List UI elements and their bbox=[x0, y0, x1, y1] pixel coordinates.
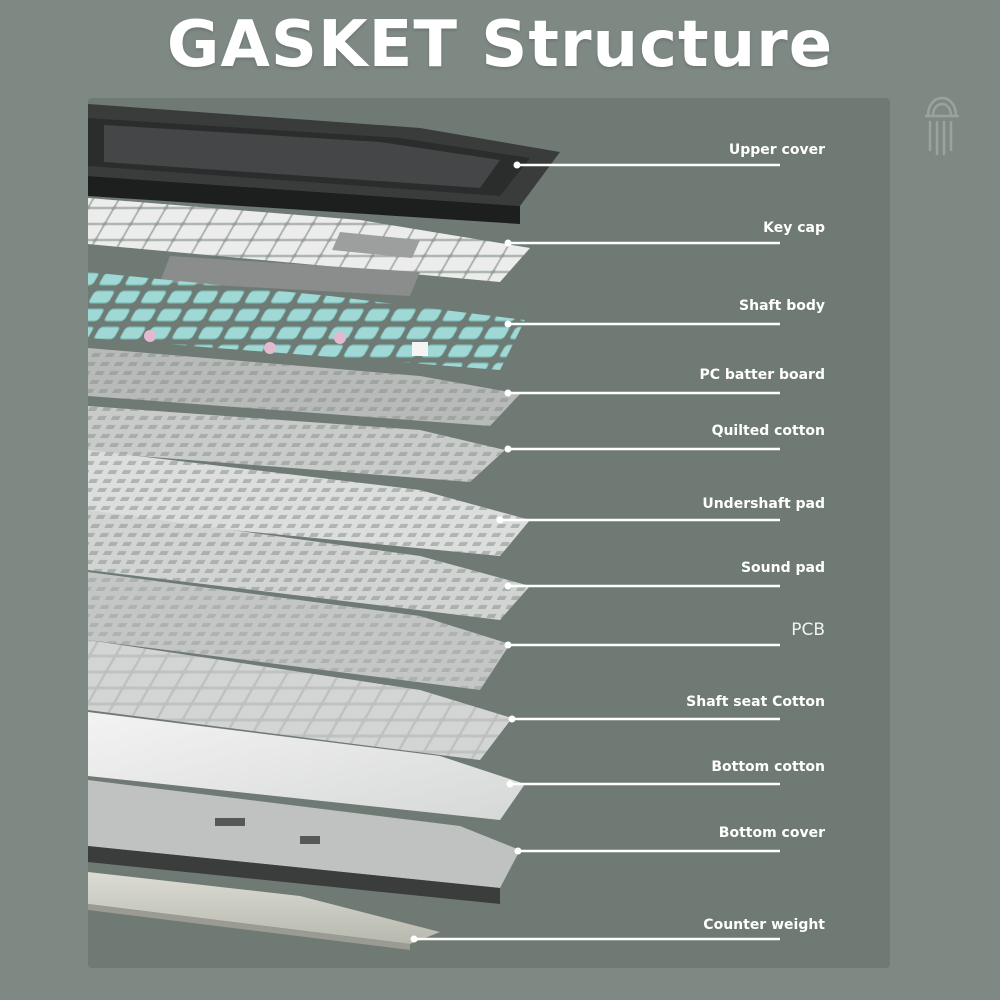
key-cap-layer bbox=[88, 198, 530, 296]
key-cap-label: Key cap bbox=[763, 220, 825, 236]
bottom-cover-layer bbox=[88, 780, 520, 904]
bottom-cotton-leader-dot bbox=[506, 780, 514, 788]
pcb-layer bbox=[88, 572, 510, 690]
quilted-cotton-layer bbox=[88, 406, 505, 482]
upper-cover-label: Upper cover bbox=[728, 142, 825, 158]
pcb-label: PCB bbox=[791, 620, 825, 640]
brand-logo-icon bbox=[924, 96, 960, 156]
quilted-cotton-label: Quilted cotton bbox=[711, 423, 825, 439]
shaft-body-leader-dot bbox=[504, 320, 512, 328]
sound-pad-label: Sound pad bbox=[740, 560, 825, 576]
page-title: GASKET Structure bbox=[166, 8, 834, 82]
shaft-seat-cotton-leader-dot bbox=[508, 715, 516, 723]
counter-weight-layer bbox=[88, 872, 440, 950]
undershaft-pad-label: Undershaft pad bbox=[702, 496, 825, 512]
pc-batter-board-layer bbox=[88, 348, 520, 426]
undershaft-pad-leader-dot bbox=[496, 516, 504, 524]
pcb-leader-dot bbox=[504, 641, 512, 649]
shaft-seat-cotton-layer bbox=[88, 640, 512, 760]
upper-cover-layer bbox=[88, 104, 560, 224]
undershaft-pad-layer bbox=[88, 450, 530, 556]
counter-weight-leader-dot bbox=[410, 935, 418, 943]
quilted-cotton-leader-dot bbox=[504, 445, 512, 453]
upper-cover-leader-dot bbox=[513, 161, 521, 169]
leader-lines bbox=[410, 161, 780, 943]
sound-pad-leader-dot bbox=[504, 582, 512, 590]
shaft-seat-cotton-label: Shaft seat Cotton bbox=[686, 694, 825, 710]
bottom-cover-leader-dot bbox=[514, 847, 522, 855]
shaft-body-label: Shaft body bbox=[739, 298, 825, 314]
pc-batter-board-leader-dot bbox=[504, 389, 512, 397]
counter-weight-label: Counter weight bbox=[703, 917, 825, 933]
sound-pad-layer bbox=[88, 510, 530, 620]
shaft-body-layer bbox=[88, 272, 525, 370]
bottom-cotton-label: Bottom cotton bbox=[711, 759, 825, 775]
bottom-cover-label: Bottom cover bbox=[718, 825, 825, 841]
key-cap-leader-dot bbox=[504, 239, 512, 247]
pc-batter-board-label: PC batter board bbox=[699, 367, 825, 383]
